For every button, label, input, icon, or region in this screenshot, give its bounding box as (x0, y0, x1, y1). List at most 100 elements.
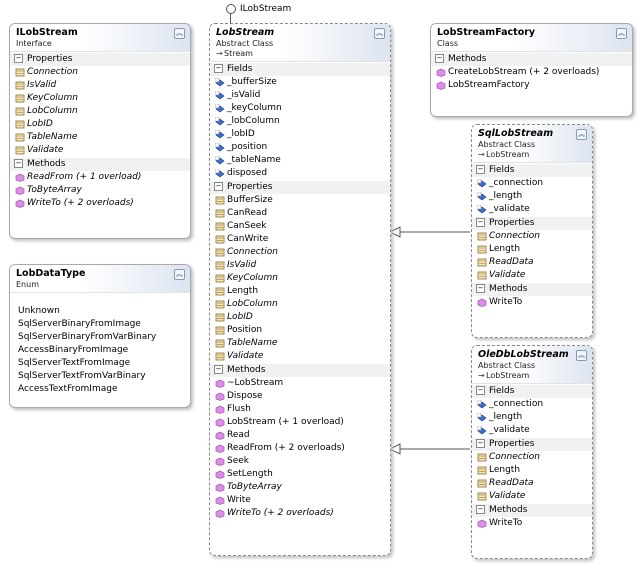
field-member[interactable]: _validate (472, 203, 592, 216)
property-member[interactable]: Connection (472, 451, 592, 464)
property-member[interactable]: LobID (210, 311, 390, 324)
collapse-toggle-icon[interactable]: − (476, 218, 485, 227)
field-member[interactable]: _connection (472, 177, 592, 190)
collapse-toggle-icon[interactable]: − (476, 386, 485, 395)
property-member[interactable]: CanWrite (210, 233, 390, 246)
field-member[interactable]: disposed (210, 167, 390, 180)
property-member[interactable]: Position (210, 324, 390, 337)
oledblobstream-box[interactable]: OleDbLobStream Abstract Class →LobStream… (471, 345, 593, 559)
propertys-section-header[interactable]: −Properties (10, 52, 190, 66)
collapse-toggle-icon[interactable]: − (476, 439, 485, 448)
method-member[interactable]: LobStreamFactory (431, 79, 632, 92)
property-member[interactable]: LobColumn (10, 105, 190, 118)
property-member[interactable]: Validate (210, 350, 390, 363)
methods-section-header[interactable]: −Methods (210, 363, 390, 377)
property-member[interactable]: Validate (472, 490, 592, 503)
enum-value[interactable]: SqlServerBinaryFromVarBinary (18, 332, 157, 342)
property-member[interactable]: Connection (472, 230, 592, 243)
collapse-icon[interactable]: ︽ (174, 269, 185, 280)
method-member[interactable]: WriteTo (472, 517, 592, 530)
collapse-toggle-icon[interactable]: − (214, 365, 223, 374)
field-member[interactable]: _lobColumn (210, 115, 390, 128)
property-member[interactable]: ReadData (472, 256, 592, 269)
methods-section-header[interactable]: −Methods (472, 282, 592, 296)
field-member[interactable]: _validate (472, 424, 592, 437)
method-member[interactable]: WriteTo (+ 2 overloads) (210, 507, 390, 520)
fields-section-header[interactable]: −Fields (210, 62, 390, 76)
property-member[interactable]: BufferSize (210, 194, 390, 207)
property-member[interactable]: Validate (472, 269, 592, 282)
method-member[interactable]: SetLength (210, 468, 390, 481)
property-member[interactable]: Length (210, 285, 390, 298)
enum-value[interactable]: AccessTextFromImage (18, 384, 118, 394)
property-member[interactable]: Length (472, 464, 592, 477)
property-member[interactable]: KeyColumn (10, 92, 190, 105)
collapse-toggle-icon[interactable]: − (214, 64, 223, 73)
field-member[interactable]: _bufferSize (210, 76, 390, 89)
collapse-icon[interactable]: ︽ (616, 28, 627, 39)
property-member[interactable]: Validate (10, 144, 190, 157)
methods-section-header[interactable]: −Methods (431, 52, 632, 66)
field-member[interactable]: _position (210, 141, 390, 154)
propertys-section-header[interactable]: −Properties (210, 180, 390, 194)
field-member[interactable]: _lobID (210, 128, 390, 141)
method-member[interactable]: Dispose (210, 390, 390, 403)
field-member[interactable]: _isValid (210, 89, 390, 102)
property-member[interactable]: Connection (10, 66, 190, 79)
fields-section-header[interactable]: −Fields (472, 384, 592, 398)
collapse-toggle-icon[interactable]: − (476, 165, 485, 174)
method-member[interactable]: ToByteArray (210, 481, 390, 494)
method-member[interactable]: Seek (210, 455, 390, 468)
method-member[interactable]: Read (210, 429, 390, 442)
property-member[interactable]: CanSeek (210, 220, 390, 233)
method-member[interactable]: Flush (210, 403, 390, 416)
collapse-toggle-icon[interactable]: − (14, 54, 23, 63)
enum-value[interactable]: SqlServerTextFromVarBinary (18, 371, 146, 381)
fields-section-header[interactable]: −Fields (472, 163, 592, 177)
property-member[interactable]: TableName (210, 337, 390, 350)
collapse-icon[interactable]: ︽ (576, 129, 587, 140)
method-member[interactable]: ReadFrom (+ 1 overload) (10, 171, 190, 184)
field-member[interactable]: _length (472, 190, 592, 203)
collapse-toggle-icon[interactable]: − (435, 54, 444, 63)
enum-value[interactable]: Unknown (18, 306, 60, 316)
property-member[interactable]: Length (472, 243, 592, 256)
property-member[interactable]: CanRead (210, 207, 390, 220)
enum-value[interactable]: AccessBinaryFromImage (18, 345, 129, 355)
field-member[interactable]: _tableName (210, 154, 390, 167)
property-member[interactable]: Connection (210, 246, 390, 259)
field-member[interactable]: _keyColumn (210, 102, 390, 115)
method-member[interactable]: Write (210, 494, 390, 507)
propertys-section-header[interactable]: −Properties (472, 216, 592, 230)
sqllobstream-box[interactable]: SqlLobStream Abstract Class →LobStream ︽… (471, 124, 593, 338)
method-member[interactable]: ToByteArray (10, 184, 190, 197)
property-member[interactable]: LobID (10, 118, 190, 131)
method-member[interactable]: LobStream (+ 1 overload) (210, 416, 390, 429)
field-member[interactable]: _connection (472, 398, 592, 411)
collapse-icon[interactable]: ︽ (374, 28, 385, 39)
lobstream-box[interactable]: LobStream Abstract Class →Stream ︽ −Fiel… (209, 23, 391, 556)
collapse-toggle-icon[interactable]: − (476, 505, 485, 514)
property-member[interactable]: KeyColumn (210, 272, 390, 285)
methods-section-header[interactable]: −Methods (472, 503, 592, 517)
method-member[interactable]: ~LobStream (210, 377, 390, 390)
property-member[interactable]: TableName (10, 131, 190, 144)
field-member[interactable]: _length (472, 411, 592, 424)
collapse-toggle-icon[interactable]: − (214, 182, 223, 191)
property-member[interactable]: IsValid (210, 259, 390, 272)
property-member[interactable]: ReadData (472, 477, 592, 490)
collapse-toggle-icon[interactable]: − (14, 159, 23, 168)
method-member[interactable]: ReadFrom (+ 2 overloads) (210, 442, 390, 455)
methods-section-header[interactable]: −Methods (10, 157, 190, 171)
method-member[interactable]: WriteTo (+ 2 overloads) (10, 197, 190, 210)
method-member[interactable]: CreateLobStream (+ 2 overloads) (431, 66, 632, 79)
method-member[interactable]: WriteTo (472, 296, 592, 309)
collapse-icon[interactable]: ︽ (576, 350, 587, 361)
collapse-icon[interactable]: ︽ (174, 28, 185, 39)
property-member[interactable]: IsValid (10, 79, 190, 92)
collapse-toggle-icon[interactable]: − (476, 284, 485, 293)
enum-value[interactable]: SqlServerBinaryFromImage (18, 319, 141, 329)
